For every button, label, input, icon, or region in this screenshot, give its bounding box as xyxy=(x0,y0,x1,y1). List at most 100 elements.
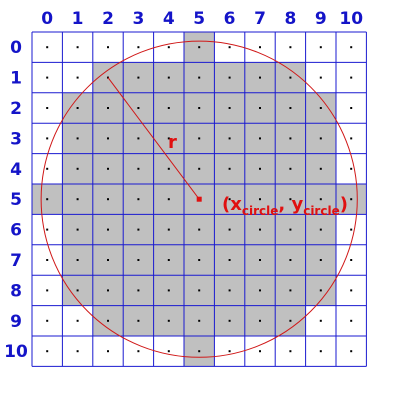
circle-overlay xyxy=(40,40,358,358)
column-label: 2 xyxy=(102,9,114,29)
pixel-center-dot xyxy=(289,167,292,170)
pixel-center-dot xyxy=(107,289,109,292)
pixel-center-dot xyxy=(350,107,353,109)
pixel-center-dot xyxy=(289,137,292,140)
pixel-center-dot xyxy=(319,46,322,49)
pixel-centers xyxy=(46,46,353,353)
pixel-center-dot xyxy=(76,76,79,79)
row-label: 5 xyxy=(10,190,22,210)
pixel-center-dot xyxy=(76,350,79,353)
pixel-center-dot xyxy=(259,259,261,261)
pixel-center-dot xyxy=(137,167,140,170)
pixel-center-dot xyxy=(137,350,140,353)
center-label-close: ) xyxy=(340,194,348,215)
pixel-center-dot xyxy=(137,289,140,292)
pixel-center-dot xyxy=(76,259,79,261)
pixel-center-dot xyxy=(259,289,261,292)
pixel-center-dot xyxy=(198,319,201,322)
pixel-center-dot xyxy=(107,46,109,49)
center-coordinate-label: (xcircle, ycircle) xyxy=(222,194,348,218)
pixel-center-dot xyxy=(76,228,79,231)
pixel-center-dot xyxy=(107,198,109,201)
pixel-center-dot xyxy=(259,107,261,109)
pixel-center-dot xyxy=(167,76,170,79)
pixel-center-dot xyxy=(167,137,170,140)
pixel-center-dot xyxy=(259,46,261,49)
center-marker xyxy=(196,196,202,202)
column-label: 6 xyxy=(224,9,236,29)
radius-label: r xyxy=(168,132,177,153)
pixel-center-dot xyxy=(167,107,170,109)
pixel-center-dot xyxy=(228,137,231,140)
pixel-center-dot xyxy=(46,289,49,292)
pixel-center-dot xyxy=(46,319,49,322)
column-label: 4 xyxy=(163,9,175,29)
pixel-center-dot xyxy=(350,259,353,261)
pixel-center-dot xyxy=(228,198,231,201)
pixel-center-dot xyxy=(198,76,201,79)
pixel-center-dot xyxy=(137,107,140,109)
row-label: 3 xyxy=(10,129,22,149)
pixel-center-dot xyxy=(46,350,49,353)
pixel-center-dot xyxy=(137,46,140,49)
pixel-center-dot xyxy=(46,107,49,109)
radius-line xyxy=(107,77,200,200)
grid-lines xyxy=(31,31,367,367)
pixel-center-dot xyxy=(289,289,292,292)
pixel-center-dot xyxy=(319,76,322,79)
pixel-center-dot xyxy=(350,46,353,49)
row-label: 8 xyxy=(10,281,22,301)
pixel-center-dot xyxy=(228,46,231,49)
pixel-center-dot xyxy=(350,167,353,170)
column-label: 7 xyxy=(254,9,266,29)
pixel-center-dot xyxy=(137,137,140,140)
pixel-center-dot xyxy=(137,319,140,322)
pixel-center-dot xyxy=(167,228,170,231)
pixel-center-dot xyxy=(289,107,292,109)
pixel-center-dot xyxy=(167,167,170,170)
pixel-center-dot xyxy=(228,76,231,79)
column-label: 5 xyxy=(193,9,205,29)
pixel-center-dot xyxy=(259,137,261,140)
pixel-center-dot xyxy=(167,198,170,201)
pixel-center-dot xyxy=(319,107,322,109)
pixel-center-dot xyxy=(137,198,140,201)
row-label: 4 xyxy=(10,160,22,180)
pixel-center-dot xyxy=(350,76,353,79)
pixel-center-dot xyxy=(228,289,231,292)
pixel-center-dot xyxy=(46,137,49,140)
pixel-center-dot xyxy=(137,259,140,261)
pixel-center-dot xyxy=(107,107,109,109)
pixel-center-dot xyxy=(46,198,49,201)
pixel-center-dot xyxy=(289,259,292,261)
pixel-center-dot xyxy=(259,319,261,322)
pixel-center-dot xyxy=(198,289,201,292)
pixel-center-dot xyxy=(319,259,322,261)
pixel-center-dot xyxy=(46,76,49,79)
pixel-center-dot xyxy=(319,137,322,140)
pixel-center-dot xyxy=(350,198,353,201)
pixel-center-dot xyxy=(198,167,201,170)
pixel-center-dot xyxy=(259,228,261,231)
pixel-center-dot xyxy=(319,228,322,231)
pixel-center-dot xyxy=(107,167,109,170)
pixel-center-dot xyxy=(107,350,109,353)
pixel-center-dot xyxy=(76,319,79,322)
pixel-center-dot xyxy=(46,46,49,49)
row-label: 6 xyxy=(10,221,22,241)
pixel-center-dot xyxy=(350,350,353,353)
row-label: 2 xyxy=(10,99,22,119)
pixel-center-dot xyxy=(198,350,201,353)
pixel-center-dot xyxy=(137,76,140,79)
pixel-center-dot xyxy=(107,228,109,231)
pixel-center-dot xyxy=(259,167,261,170)
pixel-center-dot xyxy=(76,167,79,170)
column-label: 1 xyxy=(72,9,84,29)
pixel-center-dot xyxy=(107,319,109,322)
pixel-center-dot xyxy=(137,228,140,231)
pixel-center-dot xyxy=(76,198,79,201)
column-label: 8 xyxy=(284,9,296,29)
pixel-center-dot xyxy=(198,46,201,49)
pixel-center-dot xyxy=(76,289,79,292)
